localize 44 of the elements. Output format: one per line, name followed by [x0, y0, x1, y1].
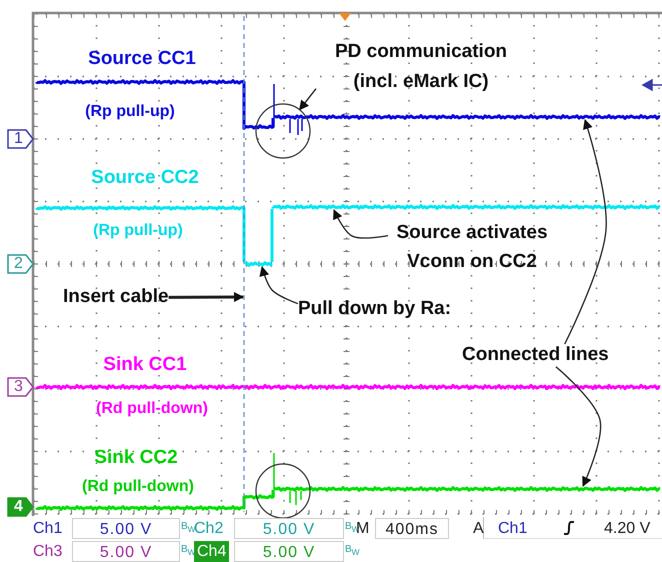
- annotation-text: Source activates Vconn on CC2: [388, 218, 556, 277]
- status-text: Ch1: [498, 519, 528, 539]
- trace-label: Sink CC2: [93, 447, 179, 470]
- status-text: Ch1: [33, 519, 62, 539]
- arrow: [168, 292, 244, 302]
- trace-label: (Rp pull-up): [92, 221, 184, 240]
- bandwidth-limit-mark: B$_{W}$: [181, 520, 196, 536]
- trace-label: (Rd pull-down): [81, 477, 195, 496]
- waveform-segment: [244, 261, 272, 267]
- trace-label: (Rp pull-up): [84, 102, 176, 122]
- arrow: [556, 366, 602, 487]
- trace-label: (Rd pull-down): [95, 399, 209, 418]
- status-text: Ch3: [33, 542, 62, 562]
- readout-field: 5.00 V: [234, 541, 344, 562]
- status-text: Ch2: [194, 519, 224, 539]
- readout-field: 5.00 V: [72, 541, 180, 562]
- arrow: [333, 209, 388, 239]
- readout-field: 5.00 V: [72, 518, 180, 539]
- annotation-text: PD communication (incl. eMark IC): [316, 37, 526, 98]
- channel-tag: Ch4: [194, 541, 230, 562]
- annotation-text: Connected lines: [462, 344, 609, 367]
- trace-label: Sink CC1: [102, 354, 188, 378]
- channel-marker: 4: [7, 497, 34, 517]
- arrow: [260, 266, 298, 304]
- readout-field: 5.00 V: [234, 518, 344, 539]
- annotation-text: Pull down by Ra:: [298, 298, 452, 321]
- waveform-segment: [272, 204, 660, 210]
- circle-outline: [255, 463, 311, 519]
- dashed-marker-line: [243, 16, 245, 512]
- channel-marker: 1: [7, 129, 34, 149]
- annotation-text: Insert cable: [63, 286, 169, 309]
- channel-marker: 3: [7, 377, 34, 397]
- circle-outline: [255, 103, 311, 159]
- arrow: [298, 88, 317, 110]
- trace-label: Source CC1: [87, 48, 197, 72]
- status-text: A: [473, 519, 484, 539]
- bandwidth-limit-mark: B$_{W}$: [345, 543, 360, 559]
- waveform-segment: [274, 114, 660, 120]
- readout-field: 400ms: [375, 518, 449, 539]
- waveform-segment: [274, 486, 660, 492]
- trace-label: Source CC2: [90, 167, 200, 190]
- channel-marker: 2: [7, 254, 34, 274]
- arrow: [564, 119, 607, 344]
- status-text: 4.20 V: [604, 519, 650, 539]
